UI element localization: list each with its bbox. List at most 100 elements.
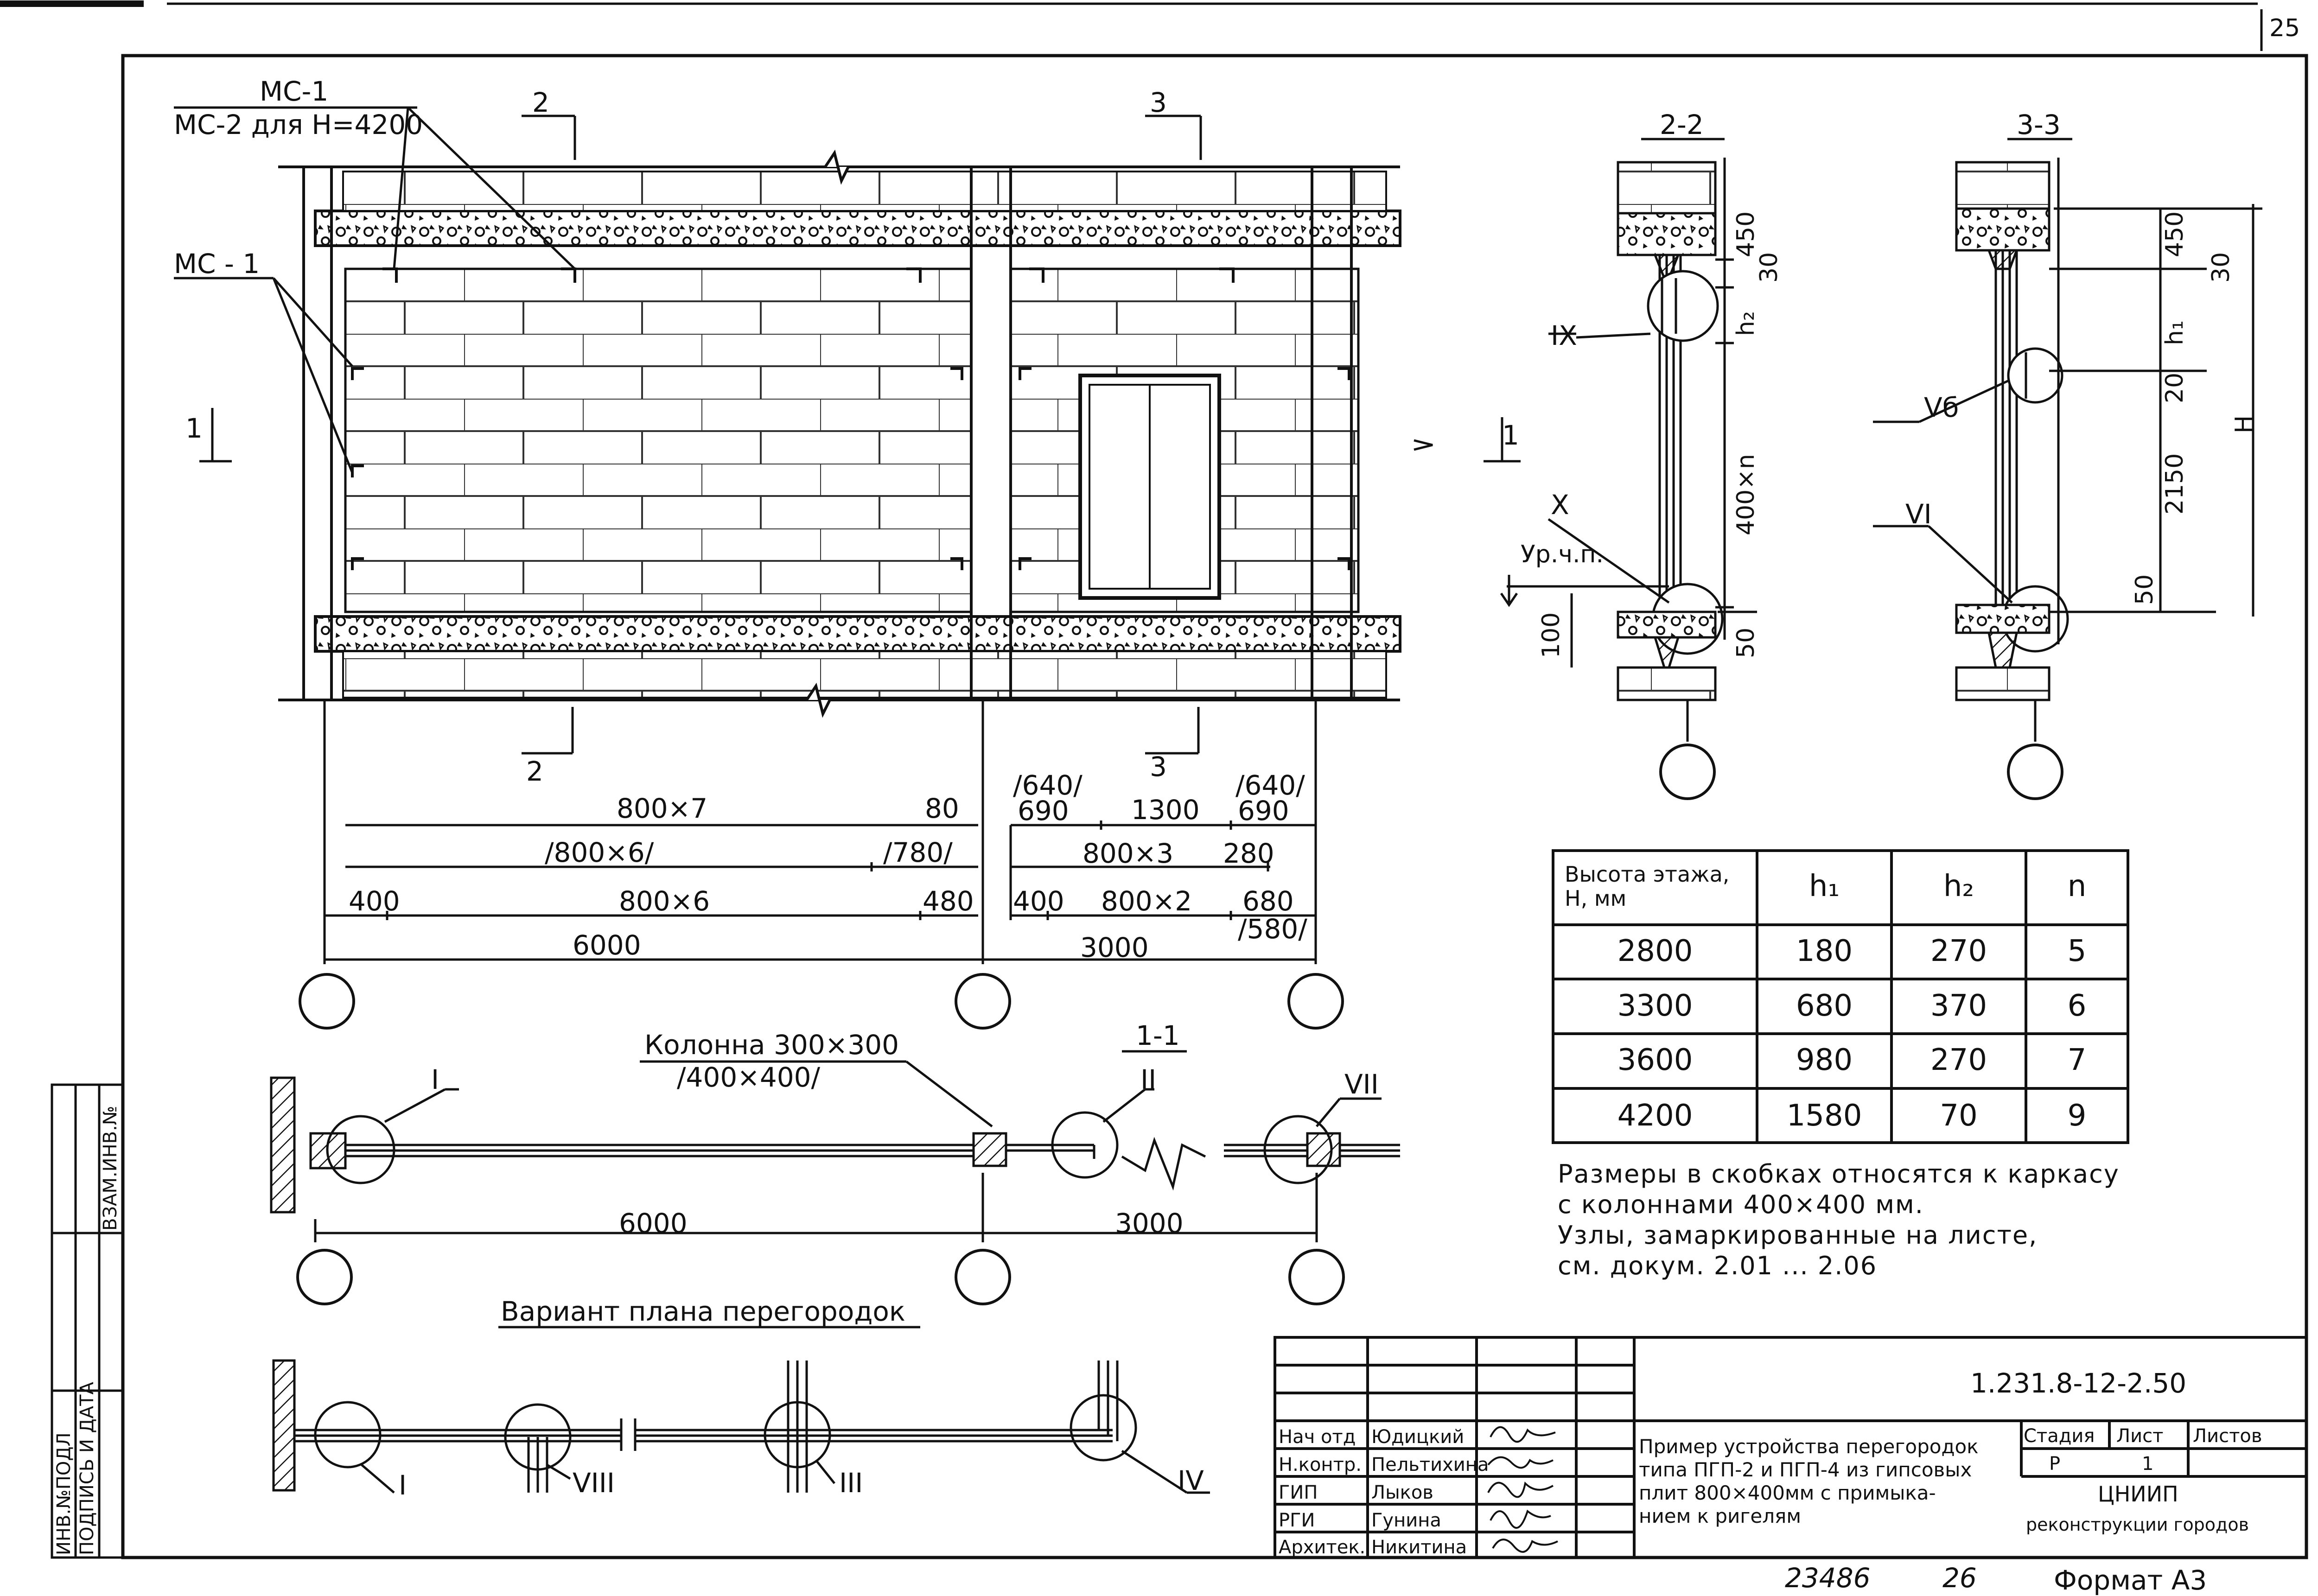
plan-1-1-drawing xyxy=(270,1050,1400,1305)
dim-50-3-3: 50 xyxy=(2131,574,2159,605)
node-i-plan: I xyxy=(431,1064,439,1095)
dim-6000-plan: 6000 xyxy=(619,1208,688,1239)
node-vi-label: VI xyxy=(1905,498,1932,530)
elevation-wall xyxy=(278,149,1433,718)
dim-1300: 1300 xyxy=(1131,794,1200,826)
section-2-2-title: 2-2 xyxy=(1660,109,1704,140)
plan-1-1-title: 1-1 xyxy=(1136,1020,1180,1051)
dim-450-3-3: 450 xyxy=(2161,211,2189,257)
dim-280: 280 xyxy=(1223,838,1274,869)
dim-h1-3-3: h₁ xyxy=(2161,320,2189,345)
dim-400-left: 400 xyxy=(349,885,400,917)
label-mc1-left: МС - 1 xyxy=(174,248,260,280)
note-line: см. докум. 2.01 ... 2.06 xyxy=(1558,1251,1878,1280)
label-mc1-top: МС-1 xyxy=(260,76,329,107)
person-name: Лыков xyxy=(1371,1482,1433,1503)
doc-code: 1.231.8-12-2.50 xyxy=(1970,1367,2187,1399)
stage-value: Р xyxy=(2049,1453,2061,1475)
table-cell: 270 xyxy=(1930,934,1987,968)
sheet-frame xyxy=(0,0,2308,1559)
note-line: Размеры в скобках относятся к каркасу xyxy=(1558,1159,2120,1189)
stamp-inventory-number: ИНВ.№ПОДЛ xyxy=(53,1432,75,1555)
node-iv-variant: IV xyxy=(1178,1465,1204,1496)
description-line: Пример устройства перегородок xyxy=(1639,1435,1979,1458)
node-vii-plan: VII xyxy=(1344,1068,1379,1100)
stamp-signature-date: ПОДПИСЬ И ДАТА xyxy=(76,1382,98,1555)
description-line: плит 800×400мм с примыка- xyxy=(1639,1482,1936,1504)
section-mark-2-top: 2 xyxy=(532,87,549,118)
section-mark-2-bottom: 2 xyxy=(526,756,543,787)
organization-line2: реконструкции городов xyxy=(2026,1514,2249,1535)
node-vb-label: Vб xyxy=(1924,392,1959,423)
variant-plan-title: Вариант плана перегородок xyxy=(501,1296,905,1327)
sheet-value: 1 xyxy=(2142,1453,2154,1475)
format-label: Формат А3 xyxy=(2054,1564,2207,1596)
label-mc2: МС-2 для Н=4200 xyxy=(174,109,423,140)
stage-header: Стадия xyxy=(2024,1425,2095,1447)
sheets-header: Листов xyxy=(2193,1425,2262,1447)
dim-800x6: 800×6 xyxy=(619,885,710,917)
stamp-replacement-inventory: ВЗАМ.ИНВ.№ xyxy=(100,1106,121,1231)
page-number: 25 xyxy=(2269,14,2300,42)
role-label: Н.контр. xyxy=(1279,1454,1362,1475)
section-3-3-drawing xyxy=(1873,138,2262,800)
node-ix-label: IX xyxy=(1551,320,1577,351)
table-cell: 5 xyxy=(2067,934,2087,968)
footer-number-left: 23486 xyxy=(1785,1562,1871,1594)
dim-800x6-alt: /800×6/ xyxy=(545,837,654,868)
column-label-alt: /400×400/ xyxy=(677,1062,821,1093)
table-cell: 1580 xyxy=(1786,1099,1862,1133)
person-name: Юдицкий xyxy=(1371,1426,1465,1448)
table-cell: 9 xyxy=(2067,1099,2087,1133)
note-line: с колоннами 400×400 мм. xyxy=(1558,1190,1924,1219)
table-cell: 3300 xyxy=(1617,989,1693,1023)
table-cell: 6 xyxy=(2067,989,2087,1023)
dim-800x2: 800×2 xyxy=(1101,885,1192,917)
person-name: Гунина xyxy=(1371,1510,1441,1531)
dim-480: 480 xyxy=(923,885,974,917)
role-label: Архитек. xyxy=(1279,1537,1366,1558)
table-header-n: n xyxy=(2067,869,2087,903)
note-line: Узлы, замаркированные на листе, xyxy=(1558,1221,2038,1250)
section-mark-3-top: 3 xyxy=(1150,87,1167,118)
column-label: Колонна 300×300 xyxy=(644,1029,899,1061)
role-label: ГИП xyxy=(1279,1482,1318,1503)
organization-line1: ЦНИИП xyxy=(2098,1482,2178,1507)
node-i-variant: I xyxy=(399,1469,407,1501)
title-block-grid xyxy=(1274,1336,2308,1559)
elevation-leaders xyxy=(174,106,1521,755)
person-name: Пельтихина xyxy=(1371,1454,1489,1475)
elevation-dimensions xyxy=(299,700,1344,1030)
dim-30-2-2: 30 xyxy=(1755,252,1783,283)
dim-50-2-2: 50 xyxy=(1732,627,1760,658)
description-line: нием к ригелям xyxy=(1639,1505,1802,1527)
dim-3000-plan: 3000 xyxy=(1115,1208,1184,1239)
dim-580-alt: /580/ xyxy=(1238,913,1307,945)
description-line: типа ПГП-2 и ПГП-4 из гипсовых xyxy=(1639,1458,1972,1481)
dim-h2-2-2: h₂ xyxy=(1732,311,1760,336)
section-mark-1-right: 1 xyxy=(1502,420,1519,451)
role-label: РГИ xyxy=(1279,1510,1315,1531)
table-cell: 180 xyxy=(1796,934,1853,968)
table-cell: 2800 xyxy=(1617,934,1693,968)
dim-80: 80 xyxy=(925,793,959,824)
dim-H: Н xyxy=(2230,415,2258,433)
dim-400-right: 400 xyxy=(1013,885,1064,917)
node-viii-variant: VIII xyxy=(573,1467,615,1499)
notes: Размеры в скобках относятся к каркасу с … xyxy=(1558,1159,2120,1281)
dim-690-right: 690 xyxy=(1238,795,1289,827)
dim-780-alt: /780/ xyxy=(883,837,953,868)
table-cell: 980 xyxy=(1796,1043,1853,1077)
table-cell: 7 xyxy=(2067,1043,2087,1077)
dim-400n: 400×n xyxy=(1732,454,1760,535)
node-x-label: X xyxy=(1551,489,1569,521)
section-2-2-drawing xyxy=(1500,138,1757,800)
table-header-height: Высота этажа, Н, мм xyxy=(1565,862,1730,911)
table-cell: 270 xyxy=(1930,1043,1987,1077)
variant-plan-drawing xyxy=(272,1326,1210,1494)
dim-680: 680 xyxy=(1242,885,1294,917)
dim-30-3-3: 30 xyxy=(2207,252,2235,283)
dim-800x7: 800×7 xyxy=(617,793,708,824)
dim-2150: 2150 xyxy=(2161,453,2189,515)
